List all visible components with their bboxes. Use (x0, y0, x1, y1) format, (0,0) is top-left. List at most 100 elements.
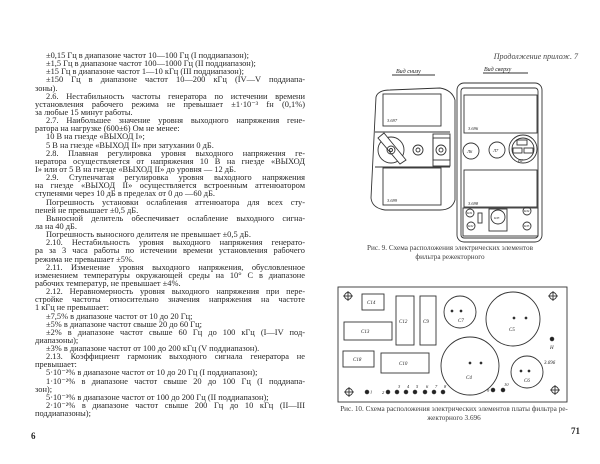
pin-8 (440, 389, 446, 395)
text-line: диапазоны); (35, 336, 79, 345)
paragraph: ±150 Гц в диапазоне частот 10—200 кГц (I… (35, 76, 305, 92)
text-line: I» или от 5 В на гнезде «ВЫХОД II» до ур… (35, 165, 236, 174)
pin-5 (412, 389, 418, 395)
pin-label: 10 (504, 382, 509, 387)
paragraph: Погрешность установки ослабления аттенюа… (35, 199, 305, 215)
figure-9-diagram: Вид снизу Вид сверху 3.697 3.699 3.696 Л… (370, 66, 543, 243)
pin-label: 4 (407, 384, 410, 389)
lamp-label: Л6 (466, 149, 473, 154)
component-label: C5 (509, 328, 515, 333)
text-line: 10 В на гнезде «ВЫХОД I»; (46, 133, 145, 142)
paragraph: ±0,15 Гц в диапазоне частот 10—100 Гц (I… (35, 52, 305, 60)
text-line: ра за 3 часа работы по истечении времени… (35, 247, 305, 256)
paragraph: ±3% в диапазоне частот от 100 до 200 кГц… (35, 345, 305, 353)
paragraph: 2·10⁻²% в диапазоне частот свыше 200 Гц … (35, 402, 305, 418)
switch-label: В1 (518, 158, 523, 163)
paragraph: Погрешность выносного делителя не превыш… (35, 231, 305, 239)
text-line: 2.6. Нестабильность частоты генератора п… (46, 92, 305, 101)
pin-label: 3 (398, 384, 401, 389)
block-label: 3.696 (468, 126, 479, 131)
bottom-view-housing (370, 87, 456, 211)
pin-2 (385, 389, 391, 395)
view-bottom-label: Вид снизу (396, 68, 421, 75)
pin-label: 2 (382, 390, 385, 395)
text-line: пеней не превышает ±0,5 дБ. (35, 206, 139, 215)
left-page-text: ±0,15 Гц в диапазоне частот 10—100 Гц (I… (35, 52, 305, 418)
socket-label: Ш2 (467, 224, 474, 228)
mount-hole-icon (344, 387, 354, 397)
pin-label: 6 (426, 384, 429, 389)
figure-9-caption: Рис. 9. Схема расположения электрических… (362, 244, 538, 262)
text-line: 5·10⁻³% в диапазоне частот от 100 до 200… (46, 393, 269, 402)
paragraph: 10 В на гнезде «ВЫХОД I»; (35, 133, 305, 141)
text-line: 2.10. Нестабильность уровня выходного на… (46, 239, 305, 248)
block-label: 3.699 (387, 198, 398, 203)
component-label: C18 (353, 358, 362, 363)
text-line: 5 В на гнезде «ВЫХОД II» при затухании 0… (46, 141, 214, 150)
text-line: 2.9. Ступенчатая регулировка уровня выхо… (46, 174, 305, 183)
pin-label: 9 (487, 388, 490, 393)
terminal-h (549, 336, 555, 342)
socket-label: Ш3 (493, 216, 500, 220)
text-line: ±15 Гц в диапазоне частот 1—10 кГц (III … (46, 68, 244, 77)
paragraph: 2.11. Изменение уровня выходного напряже… (35, 264, 305, 288)
text-line: ±7,5% в диапазоне частот от 10 до 20 Гц; (46, 312, 193, 321)
figure-10-board-diagram: C14 C13 C12 C9 C18 C10 C7 C5 C4 C6 Н 3.6… (337, 286, 568, 403)
mount-hole-icon (548, 291, 558, 301)
text-line: установления рабочего режима не превышае… (35, 100, 305, 109)
text-line: 2·10⁻²% в диапазоне частот свыше 200 Гц … (46, 402, 305, 411)
pin-7 (431, 389, 437, 395)
socket-label: Ш1 (466, 211, 473, 215)
text-line: 2.7. Наибольшее значение уровня выходног… (46, 117, 305, 126)
text-line: зон); (35, 385, 53, 394)
text-line: ла на 40 дБ. (35, 222, 77, 231)
right-page-number: 71 (571, 426, 580, 436)
pin-label: 8 (444, 384, 447, 389)
text-line: 2.12. Неравномерность уровня выходного н… (46, 288, 305, 297)
paragraph: 1·10⁻²% в диапазоне частот свыше 20 до 1… (35, 378, 305, 394)
text-line: зоны). (35, 84, 58, 93)
paragraph: 5 В на гнезде «ВЫХОД II» при затухании 0… (35, 142, 305, 150)
component-label: C12 (399, 320, 408, 325)
component-label: C14 (367, 301, 376, 306)
paragraph: ±2% в диапазоне частот свыше 60 Гц до 10… (35, 329, 305, 345)
text-line: ратора на нагрузке (600±6) Ом не менее: (35, 125, 180, 134)
pin-label: 7 (435, 384, 438, 389)
text-line: ±3% в диапазоне частот от 100 до 200 кГц… (46, 345, 260, 354)
lamp-label: Л7 (492, 148, 499, 153)
text-line: изменением температуры окружающей среды … (35, 271, 305, 280)
text-line: ±150 Гц в диапазоне частот 10—200 кГц (I… (46, 76, 305, 85)
text-line: 1 кГц не превышает: (35, 304, 109, 313)
pin-9 (490, 387, 496, 393)
paragraph: 2.7. Наибольшее значение уровня выходног… (35, 117, 305, 133)
board-label: 3.696 (544, 361, 556, 366)
paragraph: 2.13. Коэффициент гармоник выходного сиг… (35, 353, 305, 369)
view-top-label: Вид сверху (484, 66, 512, 73)
socket-label: Ш5 (523, 224, 530, 228)
paragraph: 5·10⁻³% в диапазоне частот от 100 до 200… (35, 394, 305, 402)
pin-10 (500, 387, 506, 393)
text-line: ±0,15 Гц в диапазоне частот 10—100 Гц (I… (46, 52, 249, 60)
text-line: ступенями через 10 дБ в пределах от 0 до… (35, 190, 215, 199)
paragraph: 2.8. Плавная регулировка уровня выходног… (35, 150, 305, 174)
left-page-number: 6 (31, 431, 36, 441)
text-line: на гнезде «ВЫХОД II» осуществляется встр… (35, 182, 305, 191)
paragraph: ±15 Гц в диапазоне частот 1—10 кГц (III … (35, 68, 305, 76)
caption-line: Рис. 9. Схема расположения электрических… (367, 244, 533, 252)
component-label: C7 (458, 319, 464, 324)
text-line: Погрешность выносного делителя не превыш… (46, 231, 251, 240)
paragraph: 2.12. Неравномерность уровня выходного н… (35, 288, 305, 312)
text-line: рабочих температур, не превышает ±4%. (35, 279, 181, 288)
text-line: режима не превышает ±5%. (35, 255, 134, 264)
figure-10-caption: Рис. 10. Схема расположения электрически… (336, 405, 572, 423)
top-view-housing (456, 82, 543, 243)
socket-label: Ш4 (523, 209, 530, 213)
text-line: нератора осуществляется от напряжения 10… (35, 157, 305, 166)
text-line: ±2% в диапазоне частот свыше 60 Гц до 10… (46, 328, 305, 337)
caption-line: фильтра режекторного (415, 253, 485, 261)
text-line: поддиапазоны); (35, 410, 91, 419)
paragraph: ±7,5% в диапазоне частот от 10 до 20 Гц; (35, 313, 305, 321)
pin-4 (403, 389, 409, 395)
pin-1 (364, 389, 370, 395)
paragraph: 2.6. Нестабильность частоты генератора п… (35, 93, 305, 117)
